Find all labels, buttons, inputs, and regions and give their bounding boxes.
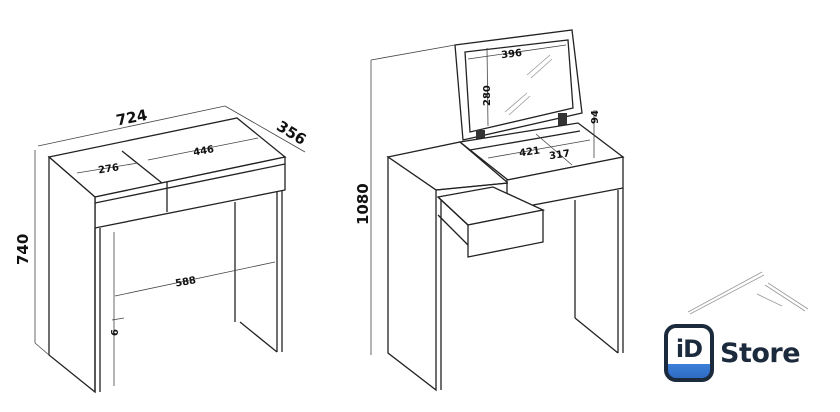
left-table-drawing [34, 105, 306, 394]
right-top-width-label: 446 [192, 144, 215, 158]
logo-mark-text: iD [675, 335, 703, 363]
left-table-top-split [121, 150, 168, 188]
right-table-side-panel [387, 155, 437, 392]
small-dimension-label: 6 [110, 329, 121, 336]
mirror-height-label: 280 [482, 85, 493, 106]
left-height-label: 740 [14, 234, 32, 265]
mirror-width-label: 396 [501, 48, 523, 61]
partial-drawing [687, 271, 809, 315]
right-height-label: 1080 [354, 183, 372, 225]
compartment-width-label: 421 [519, 146, 541, 160]
inner-width-label: 588 [174, 275, 197, 289]
left-width-label: 724 [115, 106, 149, 130]
idstore-logo: iD Store [664, 324, 801, 382]
hinge-right [558, 113, 567, 135]
right-table-drawing [370, 29, 625, 392]
left-table-side-panel [48, 155, 96, 394]
logo-name: Store [720, 337, 801, 369]
left-top-width-label: 276 [97, 162, 119, 176]
drawer-front [467, 209, 544, 258]
compartment-depth-label: 317 [549, 148, 571, 162]
logo-mark: iD [664, 324, 714, 382]
compartment-height-label: 94 [590, 110, 601, 124]
mirror-glass [464, 39, 574, 133]
